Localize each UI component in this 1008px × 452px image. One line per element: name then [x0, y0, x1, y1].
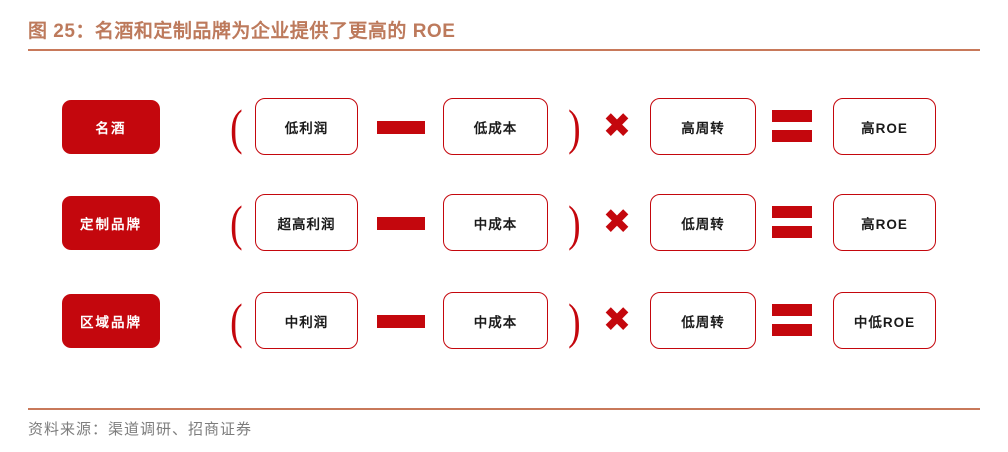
- bracket-close-icon: ): [568, 99, 581, 155]
- equals-bar-top: [772, 304, 812, 316]
- diagram-row: 定制品牌 ( 超高利润 中成本 ) ✖ 低周转 高ROE: [0, 188, 1008, 258]
- category-chip-dingzhipinpai[interactable]: 定制品牌: [62, 196, 160, 250]
- turnover-box[interactable]: 高周转: [650, 98, 756, 155]
- multiply-operator-icon: ✖: [602, 300, 632, 340]
- cost-box[interactable]: 中成本: [443, 292, 548, 349]
- equals-operator-icon: [772, 110, 812, 144]
- minus-operator-icon: [377, 121, 425, 134]
- equals-bar-bottom: [772, 130, 812, 142]
- bracket-open-icon: (: [230, 195, 243, 251]
- roe-box[interactable]: 高ROE: [833, 194, 936, 251]
- roe-formula-diagram: 名酒 ( 低利润 低成本 ) ✖ 高周转 高ROE 定制品牌 ( 超高利润 中成…: [0, 78, 1008, 378]
- roe-box[interactable]: 高ROE: [833, 98, 936, 155]
- category-chip-mingjiu[interactable]: 名酒: [62, 100, 160, 154]
- roe-box[interactable]: 中低ROE: [833, 292, 936, 349]
- equals-bar-bottom: [772, 226, 812, 238]
- cost-box[interactable]: 中成本: [443, 194, 548, 251]
- equals-operator-icon: [772, 206, 812, 240]
- source-note: 资料来源：渠道调研、招商证券: [28, 421, 253, 438]
- bracket-open-icon: (: [230, 99, 243, 155]
- turnover-box[interactable]: 低周转: [650, 194, 756, 251]
- bracket-close-icon: ): [568, 195, 581, 251]
- equals-bar-bottom: [772, 324, 812, 336]
- equals-bar-top: [772, 110, 812, 122]
- bracket-open-icon: (: [230, 293, 243, 349]
- equals-operator-icon: [772, 304, 812, 338]
- multiply-operator-icon: ✖: [602, 106, 632, 146]
- profit-box[interactable]: 超高利润: [255, 194, 358, 251]
- equals-bar-top: [772, 206, 812, 218]
- minus-operator-icon: [377, 315, 425, 328]
- diagram-row: 区域品牌 ( 中利润 中成本 ) ✖ 低周转 中低ROE: [0, 286, 1008, 356]
- figure-title: 图 25：名酒和定制品牌为企业提供了更高的 ROE: [28, 21, 456, 42]
- footer-divider: [28, 408, 980, 410]
- multiply-operator-icon: ✖: [602, 202, 632, 242]
- minus-operator-icon: [377, 217, 425, 230]
- header-divider: [28, 49, 980, 51]
- cost-box[interactable]: 低成本: [443, 98, 548, 155]
- turnover-box[interactable]: 低周转: [650, 292, 756, 349]
- diagram-row: 名酒 ( 低利润 低成本 ) ✖ 高周转 高ROE: [0, 92, 1008, 162]
- bracket-close-icon: ): [568, 293, 581, 349]
- category-chip-quyupinpai[interactable]: 区域品牌: [62, 294, 160, 348]
- profit-box[interactable]: 低利润: [255, 98, 358, 155]
- profit-box[interactable]: 中利润: [255, 292, 358, 349]
